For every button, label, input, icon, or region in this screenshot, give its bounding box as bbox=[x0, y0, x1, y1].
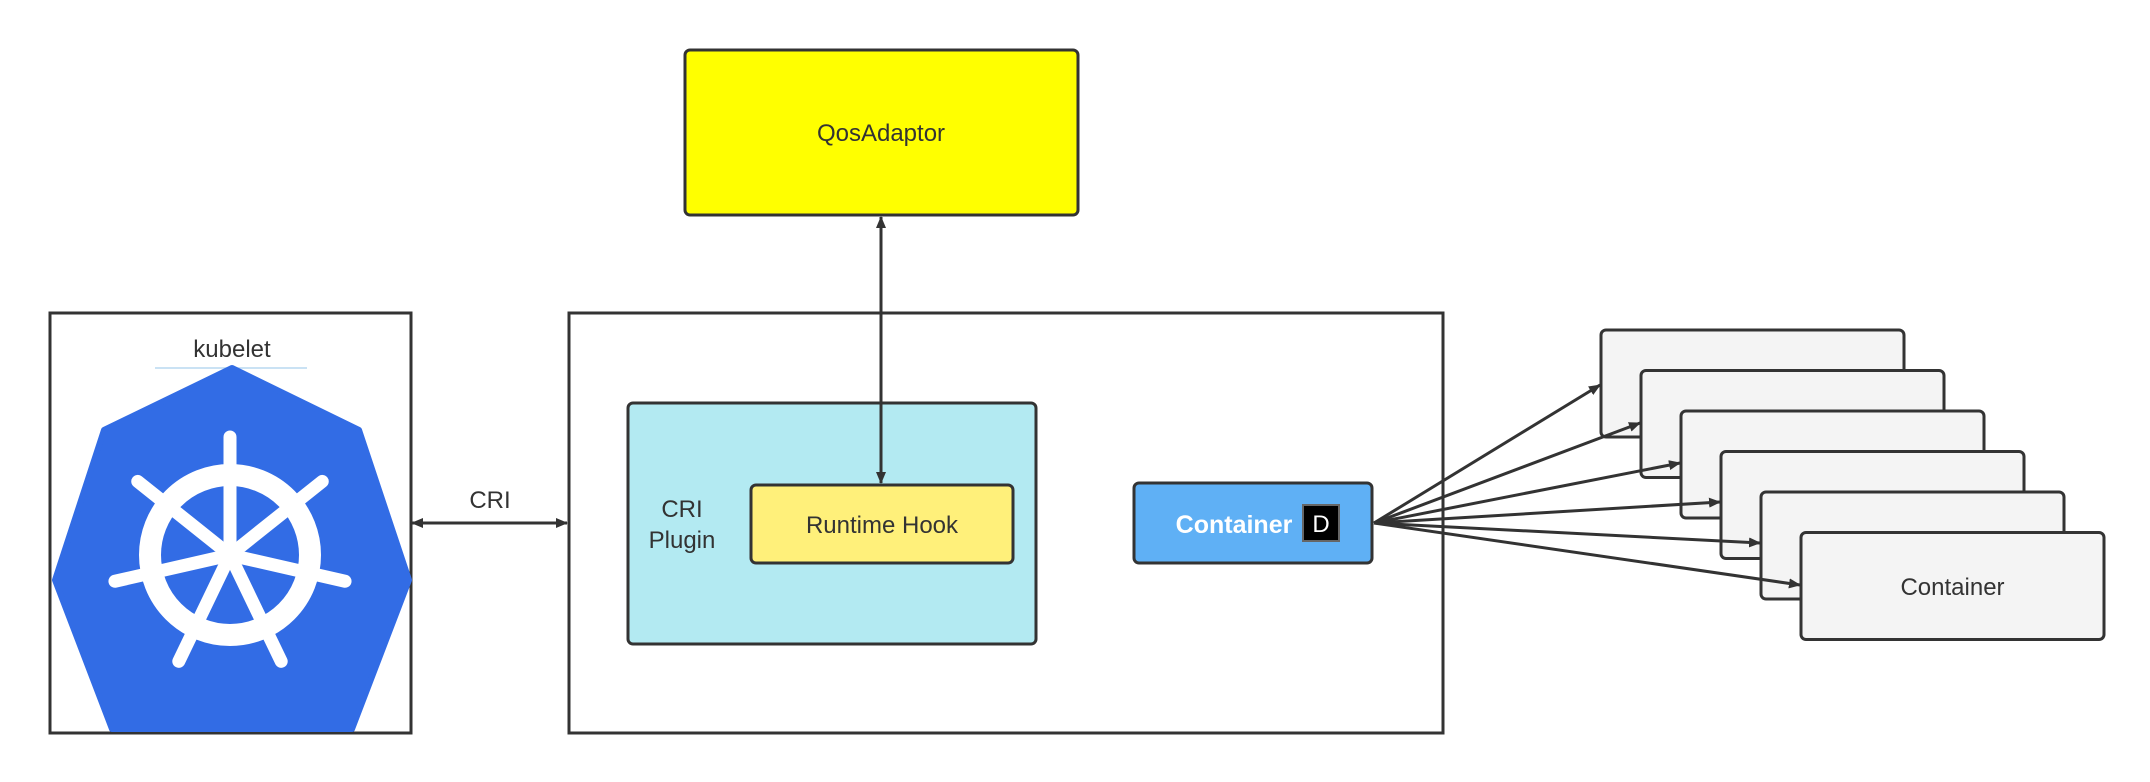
runtime-container-badge: D bbox=[1312, 511, 1329, 538]
helm-wheel-spoke bbox=[172, 561, 231, 668]
runtime-container-box bbox=[1132, 481, 1374, 565]
helm-wheel-spoke bbox=[237, 551, 352, 588]
helm-wheel bbox=[108, 430, 352, 668]
runtime-container-label: Container bbox=[1176, 511, 1293, 539]
runtime-hook-node[interactable]: Runtime Hook bbox=[749, 483, 1015, 565]
container-card[interactable]: Container bbox=[1799, 531, 2106, 641]
kubelet-node[interactable]: kubelet bbox=[48, 311, 413, 735]
helm-wheel-spoke bbox=[108, 551, 223, 588]
fanout-arrow bbox=[1373, 460, 1681, 525]
container-stack: Container bbox=[1599, 328, 2106, 641]
runtime-container-node[interactable]: Container D bbox=[1132, 481, 1374, 565]
helm-wheel-spoke bbox=[234, 474, 329, 553]
container-card-label: Container bbox=[1900, 574, 2004, 601]
fanout-arrow bbox=[1373, 521, 1761, 548]
helm-wheel-spoke bbox=[229, 561, 288, 668]
runtime-hook-label: Runtime Hook bbox=[806, 512, 959, 539]
runtime-container-badge-box bbox=[1302, 504, 1340, 542]
cri-label: CRI bbox=[469, 487, 510, 514]
cri-plugin-label-line1: CRI bbox=[661, 496, 702, 523]
fanout-arrow bbox=[1373, 421, 1641, 525]
fanout-arrow bbox=[1373, 497, 1721, 525]
kubernetes-helm-wheel-icon bbox=[52, 365, 412, 732]
fanout-arrow bbox=[1373, 521, 1801, 589]
kubelet-label: kubelet bbox=[193, 336, 271, 363]
helm-wheel-spoke bbox=[131, 474, 226, 553]
cri-plugin-label-line2: Plugin bbox=[649, 527, 716, 554]
qos-adaptor-label: QosAdaptor bbox=[817, 120, 945, 147]
qos-adaptor-box bbox=[683, 48, 1080, 217]
qos-adaptor-node[interactable]: QosAdaptor bbox=[683, 48, 1080, 217]
fanout-arrows bbox=[1373, 383, 1801, 589]
cri-connection: CRI bbox=[411, 487, 568, 528]
runtime-hook-box bbox=[749, 483, 1015, 565]
container-card-box bbox=[1799, 531, 2106, 641]
fanout-arrow bbox=[1373, 383, 1601, 525]
